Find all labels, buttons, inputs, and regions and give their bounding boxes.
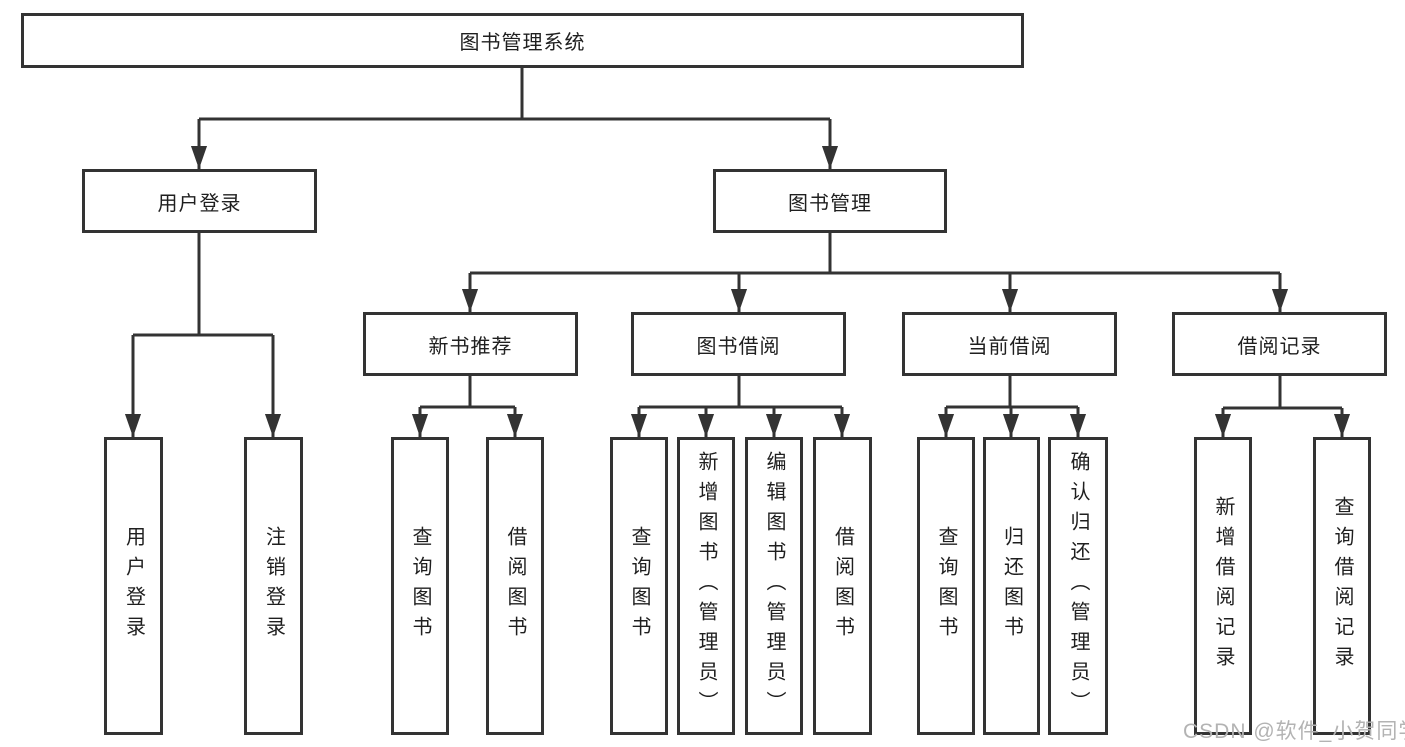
node-root: 图书管理系统 bbox=[21, 13, 1024, 68]
node-book-management-label: 图书管理 bbox=[788, 192, 872, 215]
node-user-login-label: 用户登录 bbox=[157, 192, 242, 215]
leaf-query-books: 查询图书 bbox=[391, 437, 449, 735]
leaf-query-books-label: 查询图书 bbox=[935, 526, 957, 646]
leaf-query-borrow-record: 查询借阅记录 bbox=[1313, 437, 1371, 735]
node-borrowing-records: 借阅记录 bbox=[1172, 312, 1387, 376]
node-book-borrowing: 图书借阅 bbox=[631, 312, 846, 376]
leaf-user-login: 用户登录 bbox=[104, 437, 163, 735]
leaf-add-borrow-record-label: 新增借阅记录 bbox=[1212, 496, 1234, 676]
node-book-borrowing-label: 图书借阅 bbox=[696, 335, 781, 358]
leaf-return-books-label: 归还图书 bbox=[1000, 526, 1023, 646]
leaf-edit-book-admin-label: 编辑图书（管理员） bbox=[763, 451, 785, 721]
leaf-borrow-books: 借阅图书 bbox=[486, 437, 544, 735]
leaf-query-books: 查询图书 bbox=[917, 437, 975, 735]
leaf-borrow-books: 借阅图书 bbox=[813, 437, 872, 735]
leaf-add-book-admin-label: 新增图书（管理员） bbox=[695, 451, 717, 721]
node-new-book-recommendation-label: 新书推荐 bbox=[428, 335, 513, 358]
node-current-borrowing-label: 当前借阅 bbox=[967, 335, 1052, 358]
leaf-edit-book-admin: 编辑图书（管理员） bbox=[745, 437, 803, 735]
leaf-query-books-label: 查询图书 bbox=[628, 526, 650, 646]
node-current-borrowing: 当前借阅 bbox=[902, 312, 1117, 376]
leaf-add-borrow-record: 新增借阅记录 bbox=[1194, 437, 1252, 735]
watermark: CSDN @软件_小贺同学 bbox=[1183, 720, 1405, 743]
node-root-label: 图书管理系统 bbox=[459, 32, 586, 54]
leaf-query-borrow-record-label: 查询借阅记录 bbox=[1331, 496, 1353, 676]
leaf-logout-login-label: 注销登录 bbox=[262, 526, 285, 646]
leaf-confirm-return-admin-label: 确认归还（管理员） bbox=[1067, 451, 1089, 721]
leaf-logout-login: 注销登录 bbox=[244, 437, 303, 735]
node-user-login: 用户登录 bbox=[82, 169, 317, 233]
node-borrowing-records-label: 借阅记录 bbox=[1237, 335, 1322, 358]
leaf-borrow-books-label: 借阅图书 bbox=[831, 526, 854, 646]
leaf-confirm-return-admin: 确认归还（管理员） bbox=[1048, 437, 1108, 735]
leaf-add-book-admin: 新增图书（管理员） bbox=[677, 437, 735, 735]
node-new-book-recommendation: 新书推荐 bbox=[363, 312, 578, 376]
leaf-return-books: 归还图书 bbox=[983, 437, 1040, 735]
leaf-query-books: 查询图书 bbox=[610, 437, 668, 735]
leaf-query-books-label: 查询图书 bbox=[409, 526, 431, 646]
node-book-management: 图书管理 bbox=[713, 169, 947, 233]
leaf-user-login-label: 用户登录 bbox=[122, 526, 145, 646]
leaf-borrow-books-label: 借阅图书 bbox=[504, 526, 526, 646]
